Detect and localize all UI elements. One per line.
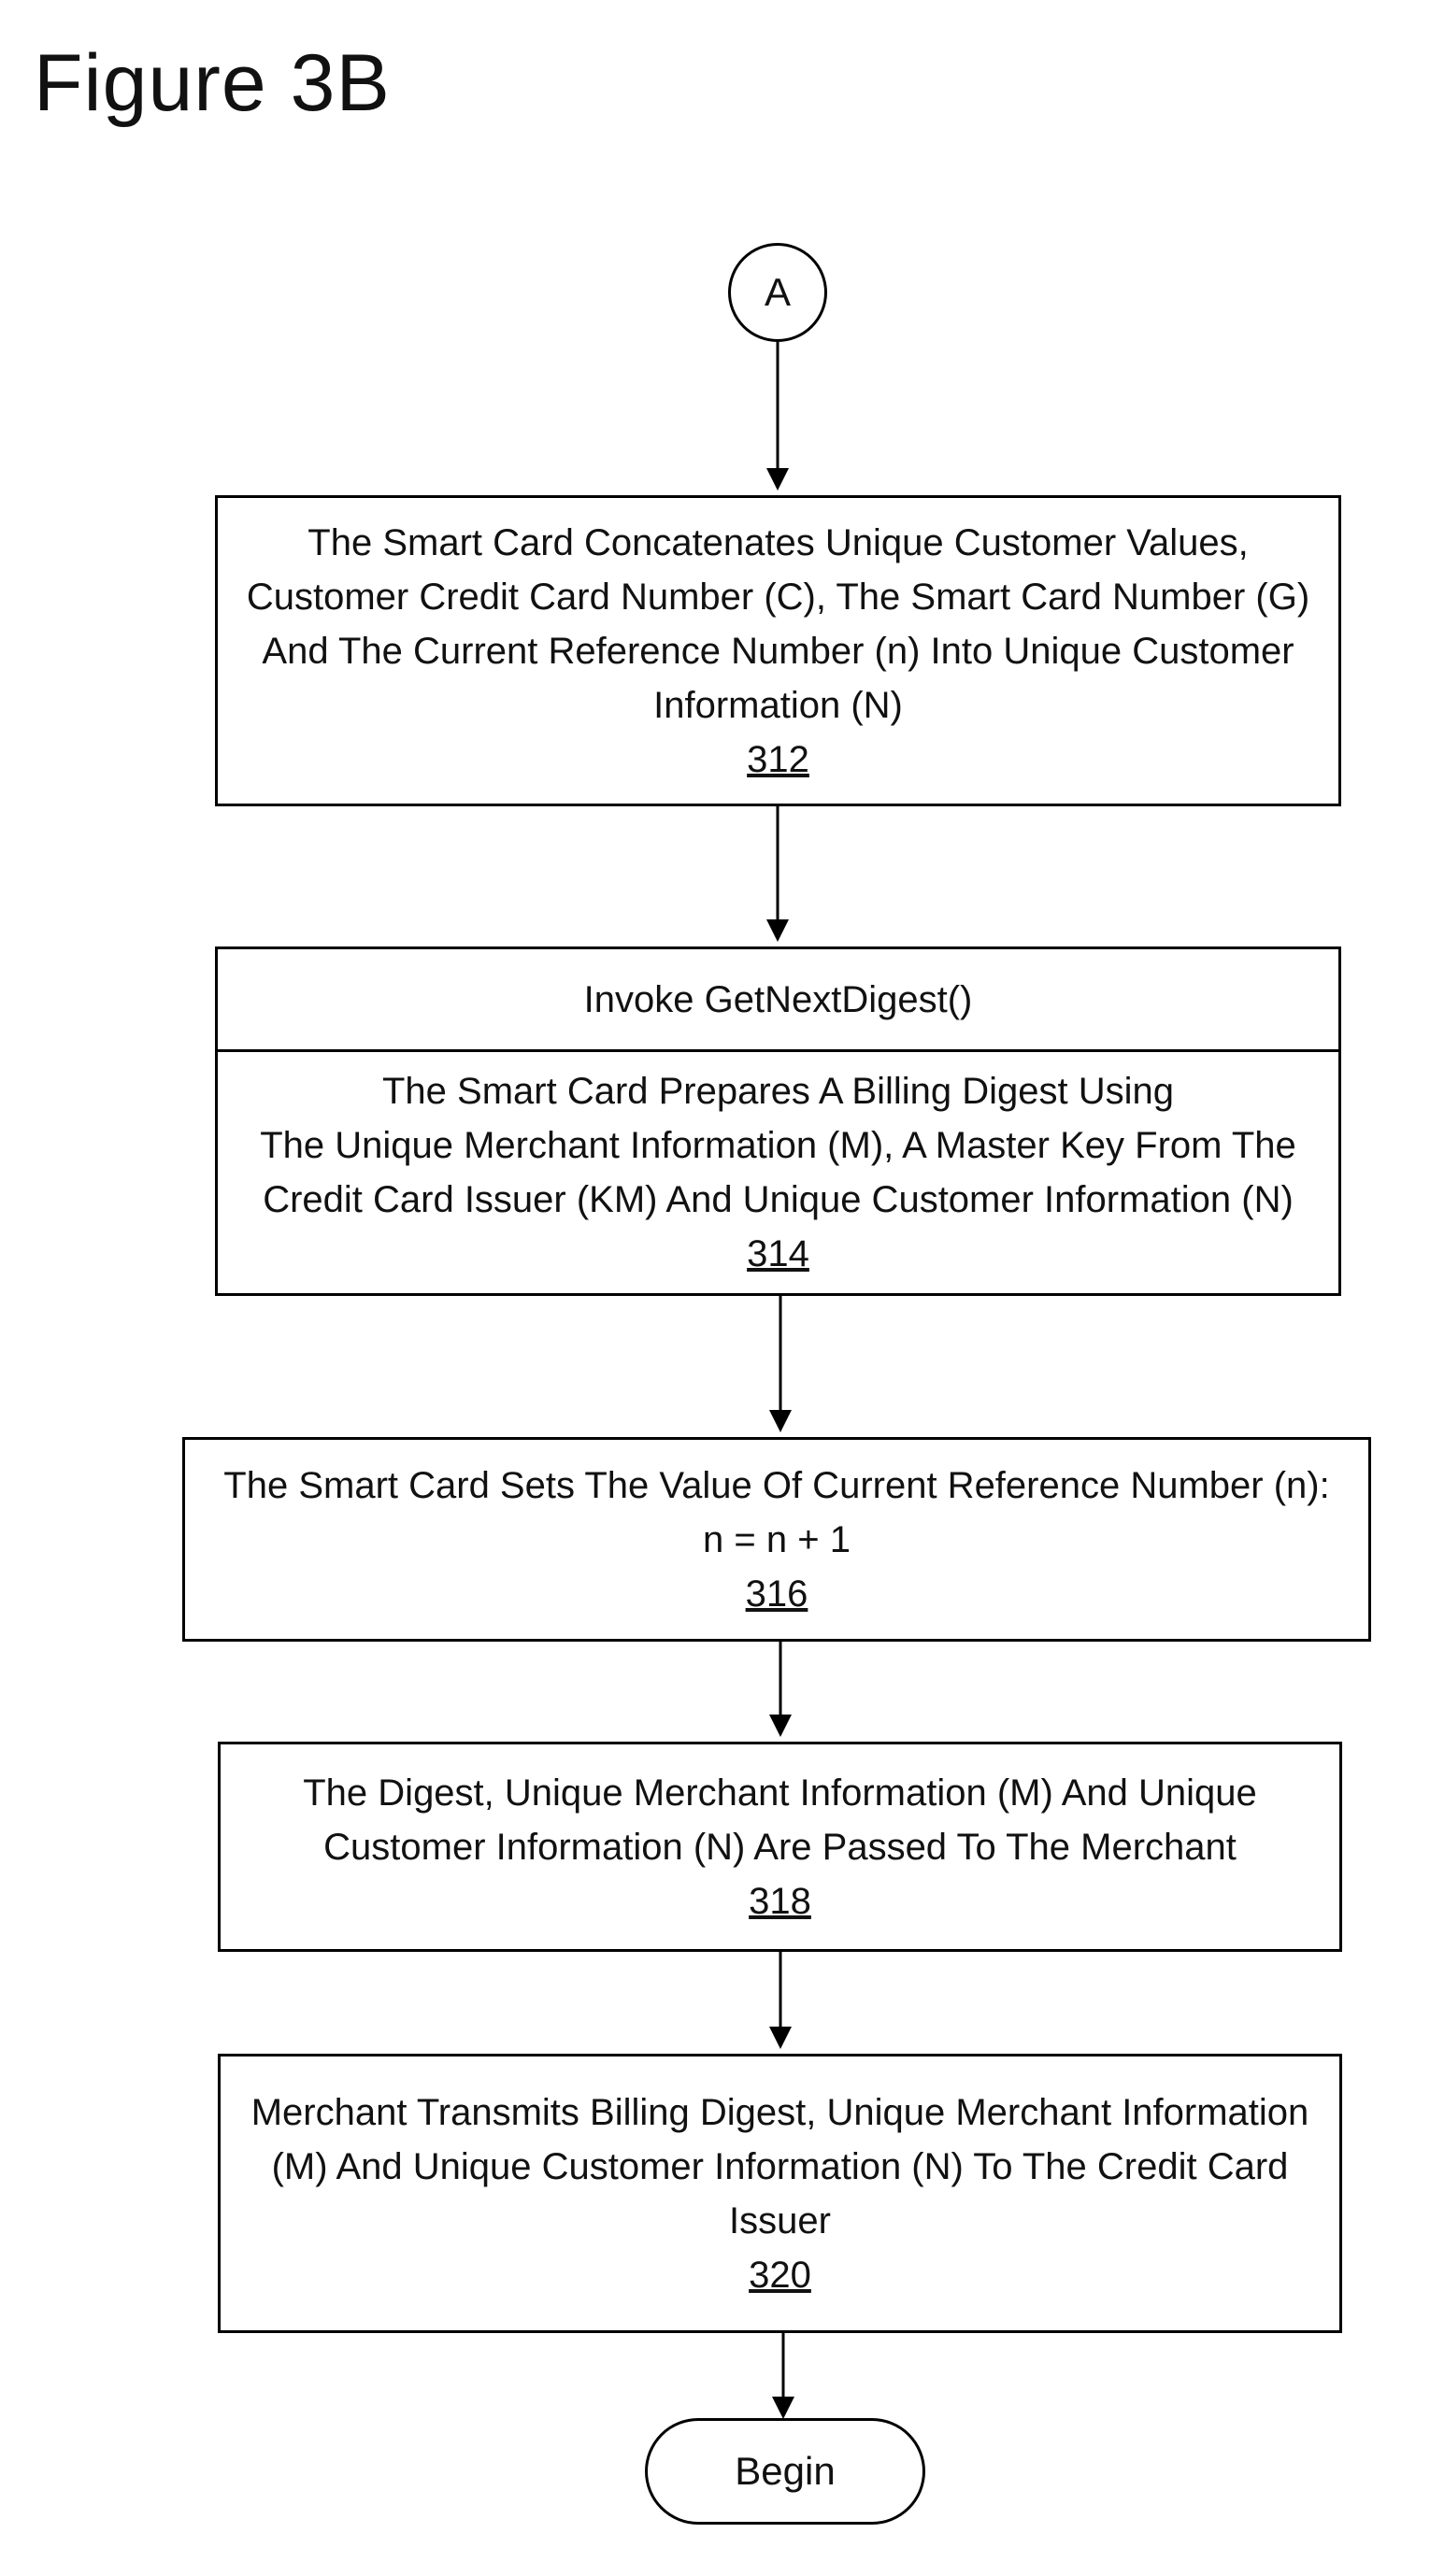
step-314-body: The Smart Card Prepares A Billing Digest… (218, 1052, 1338, 1293)
step-text-line: Information (N) (653, 684, 903, 726)
step-reference-number: 312 (747, 738, 809, 780)
step-text-line: n = n + 1 (703, 1518, 851, 1560)
step-text-line: The Smart Card Prepares A Billing Digest… (381, 1071, 1175, 1112)
step-312-box: The Smart Card Concatenates Unique Custo… (215, 495, 1341, 806)
step-318-box: The Digest, Unique Merchant Information … (218, 1742, 1342, 1952)
step-320-box: Merchant Transmits Billing Digest, Uniqu… (218, 2054, 1342, 2333)
function-call-label: Invoke GetNextDigest() (583, 978, 973, 1020)
step-text-line: Merchant Transmits Billing Digest, Uniqu… (250, 2091, 1309, 2133)
figure-title: Figure 3B (34, 38, 391, 128)
step-text-line: Issuer (729, 2199, 831, 2242)
step-text-line: And The Current Reference Number (n) Int… (262, 630, 1294, 672)
step-314-header: Invoke GetNextDigest() (218, 949, 1338, 1052)
step-314-box: Invoke GetNextDigest() The Smart Card Pr… (215, 946, 1341, 1296)
step-text-line: (M) And Unique Customer Information (N) … (271, 2145, 1289, 2187)
step-reference-number: 318 (749, 1880, 811, 1922)
step-text-line: Customer Information (N) Are Passed To T… (323, 1826, 1237, 1868)
step-text-line: The Smart Card Concatenates Unique Custo… (307, 521, 1249, 563)
step-reference-number: 314 (747, 1233, 809, 1274)
step-text-line: Credit Card Issuer (KM) And Unique Custo… (263, 1179, 1294, 1220)
terminator-label: Begin (735, 2449, 836, 2493)
step-text-line: The Digest, Unique Merchant Information … (303, 1772, 1257, 1814)
step-316-box: The Smart Card Sets The Value Of Current… (182, 1437, 1371, 1642)
step-text-line: Customer Credit Card Number (C), The Sma… (246, 576, 1310, 618)
step-reference-number: 320 (749, 2254, 811, 2296)
start-connector-a: A (728, 243, 827, 342)
step-reference-number: 316 (745, 1573, 808, 1615)
step-text-line: The Unique Merchant Information (M), A M… (260, 1125, 1296, 1166)
connector-label: A (764, 270, 791, 314)
begin-terminator: Begin (645, 2418, 925, 2525)
step-text-line: The Smart Card Sets The Value Of Current… (223, 1464, 1330, 1506)
